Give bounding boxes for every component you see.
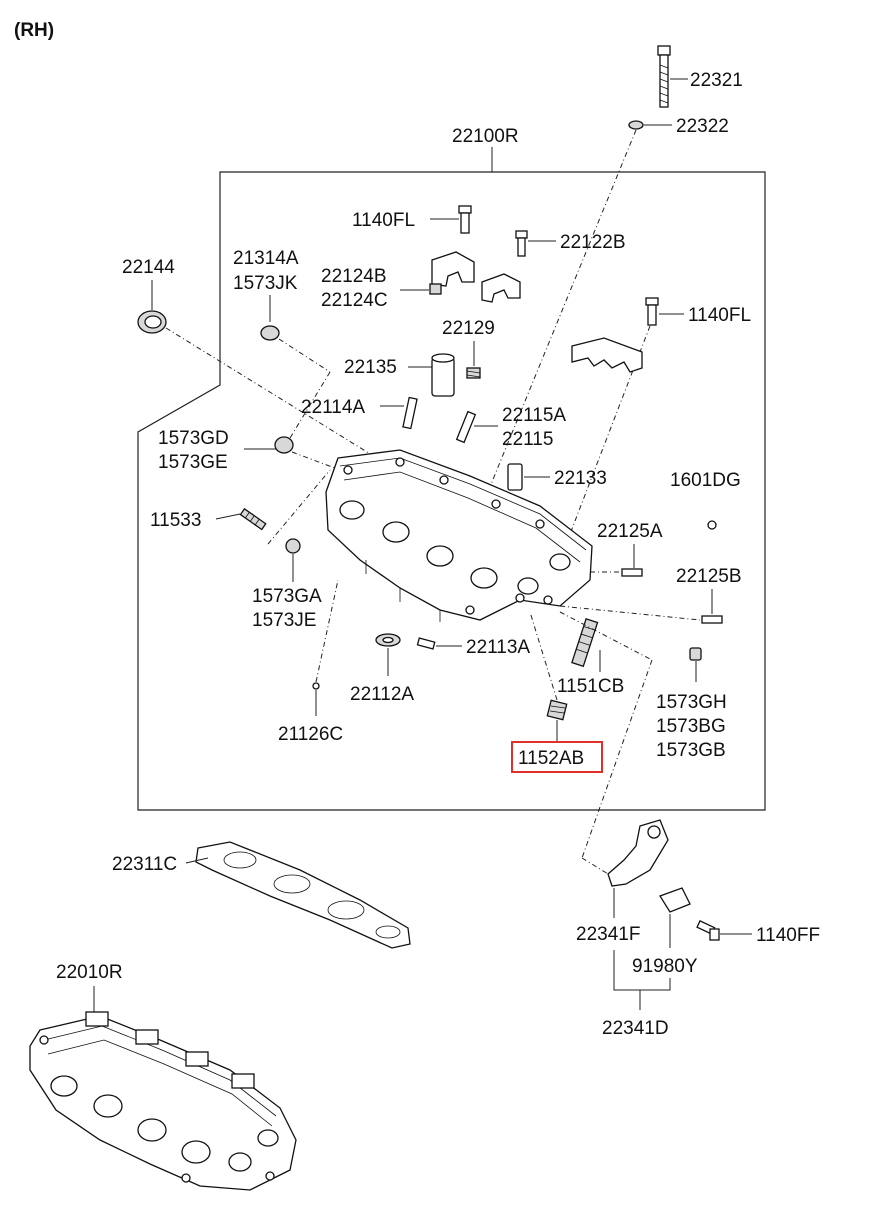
small-plug-part: [312, 682, 320, 690]
dowel-part: [429, 283, 442, 295]
front-cam-bridge-part: [571, 337, 643, 373]
label-1573GE[interactable]: 1573GE: [158, 452, 228, 473]
retainer-part: [416, 637, 436, 650]
ball-part: [707, 520, 717, 530]
label-22321[interactable]: 22321: [690, 70, 743, 91]
label-1152AB[interactable]: 1152AB: [518, 748, 584, 769]
bracket-part: [607, 819, 669, 887]
label-11533[interactable]: 11533: [150, 510, 201, 531]
label-22125A[interactable]: 22125A: [597, 521, 663, 542]
label-22124C[interactable]: 22124C: [321, 290, 388, 311]
bracket-bolt-part: [696, 920, 720, 941]
cam-cap-bolt-c: [645, 297, 659, 326]
label-22129[interactable]: 22129: [442, 318, 495, 339]
complete-cylinder-head-part: [29, 1011, 297, 1191]
label-22115A[interactable]: 22115A: [502, 405, 566, 426]
label-1140FL-b[interactable]: 1140FL: [688, 305, 751, 326]
label-22113A[interactable]: 22113A: [466, 637, 530, 658]
label-1573JE[interactable]: 1573JE: [252, 610, 316, 631]
assembly-frame: [137, 171, 766, 811]
label-22010R[interactable]: 22010R: [56, 962, 123, 983]
cam-cap-part-2: [481, 273, 521, 303]
long-bolt-part: [657, 45, 671, 108]
label-1140FL-a[interactable]: 1140FL: [352, 210, 415, 231]
label-22122B[interactable]: 22122B: [560, 232, 626, 253]
label-1573BG[interactable]: 1573BG: [656, 716, 726, 737]
label-22144[interactable]: 22144: [122, 257, 175, 278]
label-22114A[interactable]: 22114A: [301, 397, 365, 418]
label-22322[interactable]: 22322: [676, 116, 729, 137]
label-22133[interactable]: 22133: [554, 468, 607, 489]
stud-part-2: [571, 618, 599, 668]
label-1601DG[interactable]: 1601DG: [670, 470, 741, 491]
label-22311C[interactable]: 22311C: [112, 854, 177, 875]
label-1140FF[interactable]: 1140FF: [756, 925, 820, 946]
plug-part-a: [260, 325, 280, 341]
dowel-pin-part-a: [621, 568, 643, 577]
nut-part: [689, 647, 702, 661]
washer-part: [628, 120, 644, 130]
cam-cap-bolt-a: [458, 205, 472, 234]
stud-part: [239, 507, 267, 531]
label-1151CB[interactable]: 1151CB: [557, 676, 624, 697]
clip-part: [659, 887, 691, 913]
tappet-part-2: [507, 463, 523, 491]
label-91980Y[interactable]: 91980Y: [632, 956, 698, 977]
valve-guide-part-2: [455, 410, 477, 444]
label-21314A[interactable]: 21314A: [233, 248, 299, 269]
label-1573JK[interactable]: 1573JK: [233, 273, 298, 294]
plug-part-c: [285, 538, 301, 554]
valve-spring-part: [466, 367, 481, 379]
valve-guide-part: [402, 396, 418, 430]
label-22100R[interactable]: 22100R: [452, 126, 519, 147]
stud-part-3: [546, 699, 568, 721]
side-label: (RH): [14, 20, 54, 41]
label-22112A[interactable]: 22112A: [350, 684, 414, 705]
head-gasket-part: [195, 841, 411, 949]
label-1573GA[interactable]: 1573GA: [252, 586, 322, 607]
cylinder-head-part: [325, 449, 593, 622]
label-22341F[interactable]: 22341F: [576, 924, 640, 945]
dowel-pin-part-b: [701, 615, 723, 624]
label-22115[interactable]: 22115: [502, 429, 553, 450]
label-1573GD[interactable]: 1573GD: [158, 428, 229, 449]
plug-part-b: [274, 436, 294, 454]
highlight-box: [511, 741, 603, 773]
label-21126C[interactable]: 21126C: [278, 724, 343, 745]
label-22124B[interactable]: 22124B: [321, 266, 387, 287]
tappet-part: [431, 353, 455, 397]
label-22135[interactable]: 22135: [344, 357, 397, 378]
valve-stem-seal-part: [375, 633, 401, 647]
cam-cap-part: [431, 251, 475, 287]
label-22125B[interactable]: 22125B: [676, 566, 742, 587]
label-1573GB[interactable]: 1573GB: [656, 740, 726, 761]
label-22341D[interactable]: 22341D: [602, 1018, 669, 1039]
label-1573GH[interactable]: 1573GH: [656, 692, 727, 713]
cam-cap-bolt-b: [515, 230, 528, 257]
oil-seal-part: [137, 310, 167, 334]
